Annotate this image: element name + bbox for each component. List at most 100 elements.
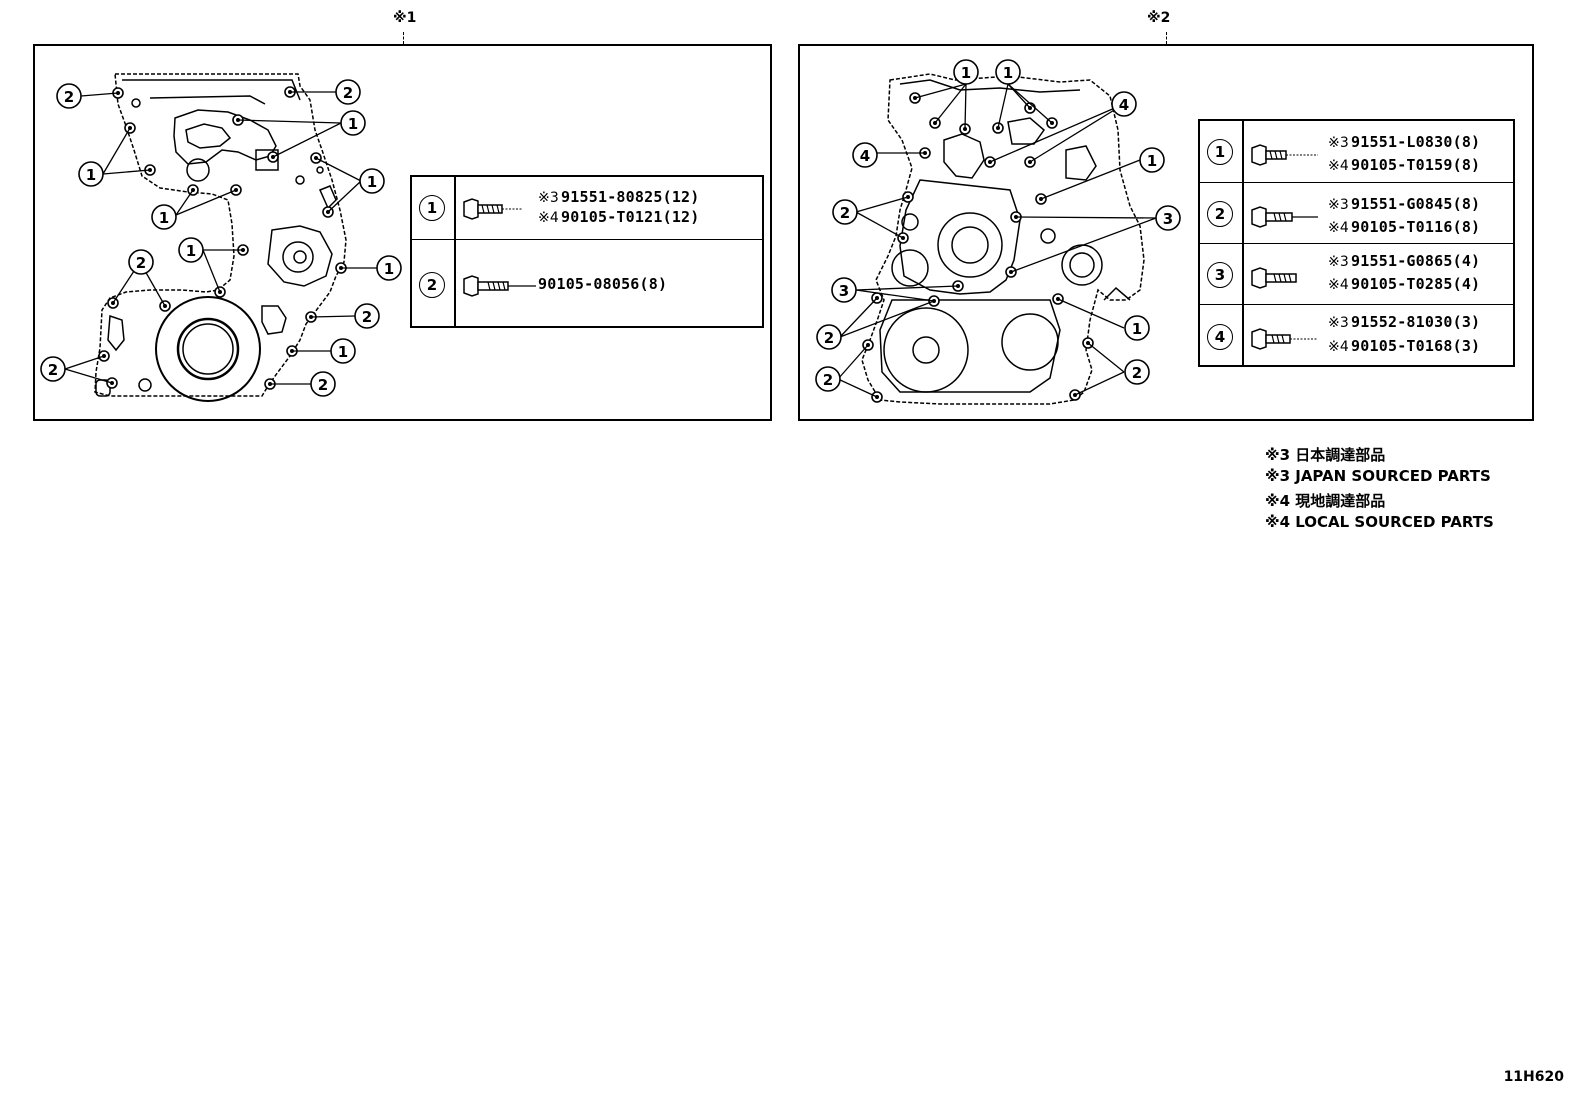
callout-1 bbox=[953, 59, 979, 85]
bolt-icon bbox=[1251, 144, 1318, 166]
leader-lines-1 bbox=[64, 91, 377, 385]
callout-text: 1 bbox=[961, 64, 971, 82]
panel-1-mark: ※1 bbox=[393, 10, 417, 26]
callout-2 bbox=[1124, 359, 1150, 385]
callout-1 bbox=[376, 255, 402, 281]
callout-1 bbox=[151, 204, 177, 230]
diagram-id: 11H620 bbox=[1503, 1069, 1564, 1085]
panel-2 bbox=[798, 44, 1534, 421]
panel-2-mark: ※2 bbox=[1147, 10, 1171, 26]
callout-2 bbox=[310, 371, 336, 397]
parts-key-badge: 2 bbox=[419, 272, 445, 298]
callout-3 bbox=[831, 277, 857, 303]
callout-1 bbox=[1124, 315, 1150, 341]
callout-2 bbox=[815, 366, 841, 392]
note-local-sourced-en: ※4 LOCAL SOURCED PARTS bbox=[1265, 513, 1494, 531]
callout-text: 1 bbox=[1132, 320, 1142, 338]
bolt-icon bbox=[463, 275, 536, 297]
callout-text: 2 bbox=[343, 84, 353, 102]
callout-text: 2 bbox=[824, 329, 834, 347]
parts-key-badge: 1 bbox=[419, 195, 445, 221]
callout-text: 1 bbox=[338, 343, 348, 361]
callout-text: 2 bbox=[64, 88, 74, 106]
panel-2-tick bbox=[1166, 32, 1167, 44]
callout-1 bbox=[359, 168, 385, 194]
callout-2 bbox=[354, 303, 380, 329]
callout-text: 2 bbox=[1132, 364, 1142, 382]
callout-2 bbox=[40, 356, 66, 382]
parts-key-badge: 1 bbox=[1207, 139, 1233, 165]
callout-1 bbox=[178, 237, 204, 263]
part-number-line: 90105-08056(8) bbox=[538, 275, 668, 293]
callout-3 bbox=[1155, 205, 1181, 231]
panel-1 bbox=[33, 44, 772, 421]
callout-text: 1 bbox=[348, 115, 358, 133]
callout-1 bbox=[1139, 147, 1165, 173]
callout-text: 1 bbox=[86, 166, 96, 184]
note-local-sourced-jp: ※4 現地調達部品 bbox=[1265, 492, 1386, 510]
bolt-icon bbox=[463, 198, 522, 220]
parts-key-badge: 3 bbox=[1207, 262, 1233, 288]
callout-text: 3 bbox=[839, 282, 849, 300]
callout-text: 1 bbox=[384, 260, 394, 278]
callout-2 bbox=[56, 83, 82, 109]
callout-2 bbox=[816, 324, 842, 350]
callout-4 bbox=[1111, 91, 1137, 117]
bolt-holes-2 bbox=[862, 92, 1094, 403]
callout-numbers: 2 2 1 1 1 1 1 1 2 2 1 2 2 1 1 4 4 1 2 3 … bbox=[48, 64, 1173, 394]
callout-text: 2 bbox=[362, 308, 372, 326]
note-japan-sourced-en: ※3 JAPAN SOURCED PARTS bbox=[1265, 467, 1491, 485]
callout-text: 1 bbox=[1147, 152, 1157, 170]
callout-text: 2 bbox=[823, 371, 833, 389]
callout-text: 2 bbox=[318, 376, 328, 394]
callout-text: 1 bbox=[1003, 64, 1013, 82]
callout-text: 4 bbox=[1119, 96, 1129, 114]
callout-text: 2 bbox=[136, 254, 146, 272]
callout-text: 1 bbox=[186, 242, 196, 260]
callout-1 bbox=[340, 110, 366, 136]
callout-2 bbox=[335, 79, 361, 105]
callout-text: 1 bbox=[159, 209, 169, 227]
callout-text: 4 bbox=[860, 147, 870, 165]
note-japan-sourced-jp: ※3 日本調達部品 bbox=[1265, 446, 1386, 464]
callout-1 bbox=[78, 161, 104, 187]
callout-text: 3 bbox=[1163, 210, 1173, 228]
bolt-icon bbox=[1251, 267, 1297, 289]
leader-lines-2 bbox=[837, 83, 1157, 398]
parts-table-1-key-column bbox=[412, 177, 456, 326]
callout-text: 2 bbox=[840, 204, 850, 222]
timing-cover-1-outline bbox=[94, 73, 347, 402]
parts-key-badge: 2 bbox=[1207, 201, 1233, 227]
parts-row: 2 90105-08056(8) bbox=[412, 239, 762, 329]
callout-2 bbox=[832, 199, 858, 225]
bolt-icon bbox=[1251, 328, 1318, 350]
bolt-icon bbox=[1251, 206, 1318, 228]
callout-1 bbox=[330, 338, 356, 364]
callout-text: 2 bbox=[48, 361, 58, 379]
callouts bbox=[40, 59, 1181, 397]
parts-key-badge: 4 bbox=[1207, 324, 1233, 350]
bolt-holes-1 bbox=[98, 86, 347, 390]
callout-4 bbox=[852, 142, 878, 168]
callout-2 bbox=[128, 249, 154, 275]
callout-text: 1 bbox=[367, 173, 377, 191]
panel-1-tick bbox=[403, 32, 404, 44]
